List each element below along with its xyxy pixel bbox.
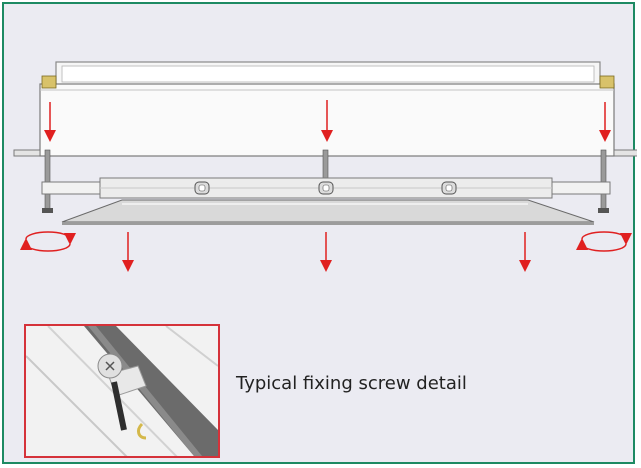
bar-clip bbox=[441, 181, 457, 195]
screw-icon bbox=[97, 353, 127, 431]
grille-assembly-diagram bbox=[13, 61, 637, 272]
bar-clip bbox=[194, 181, 210, 195]
top-arrows bbox=[44, 100, 611, 142]
bottom-arrows bbox=[122, 232, 531, 272]
mounting-bar bbox=[41, 177, 611, 199]
detail-caption: Typical fixing screw detail bbox=[236, 373, 467, 394]
diagram-frame: Typical fixing screw detail bbox=[2, 2, 637, 464]
threaded-rods bbox=[42, 149, 609, 213]
screw-detail-inset bbox=[24, 324, 220, 458]
screw-detail-illustration bbox=[26, 326, 218, 456]
housing-box bbox=[13, 61, 637, 157]
bar-clip bbox=[318, 181, 334, 195]
rotate-arrow-icon bbox=[576, 231, 632, 252]
rotate-arrow-icon bbox=[20, 231, 76, 252]
grille-face-plate bbox=[61, 199, 595, 225]
